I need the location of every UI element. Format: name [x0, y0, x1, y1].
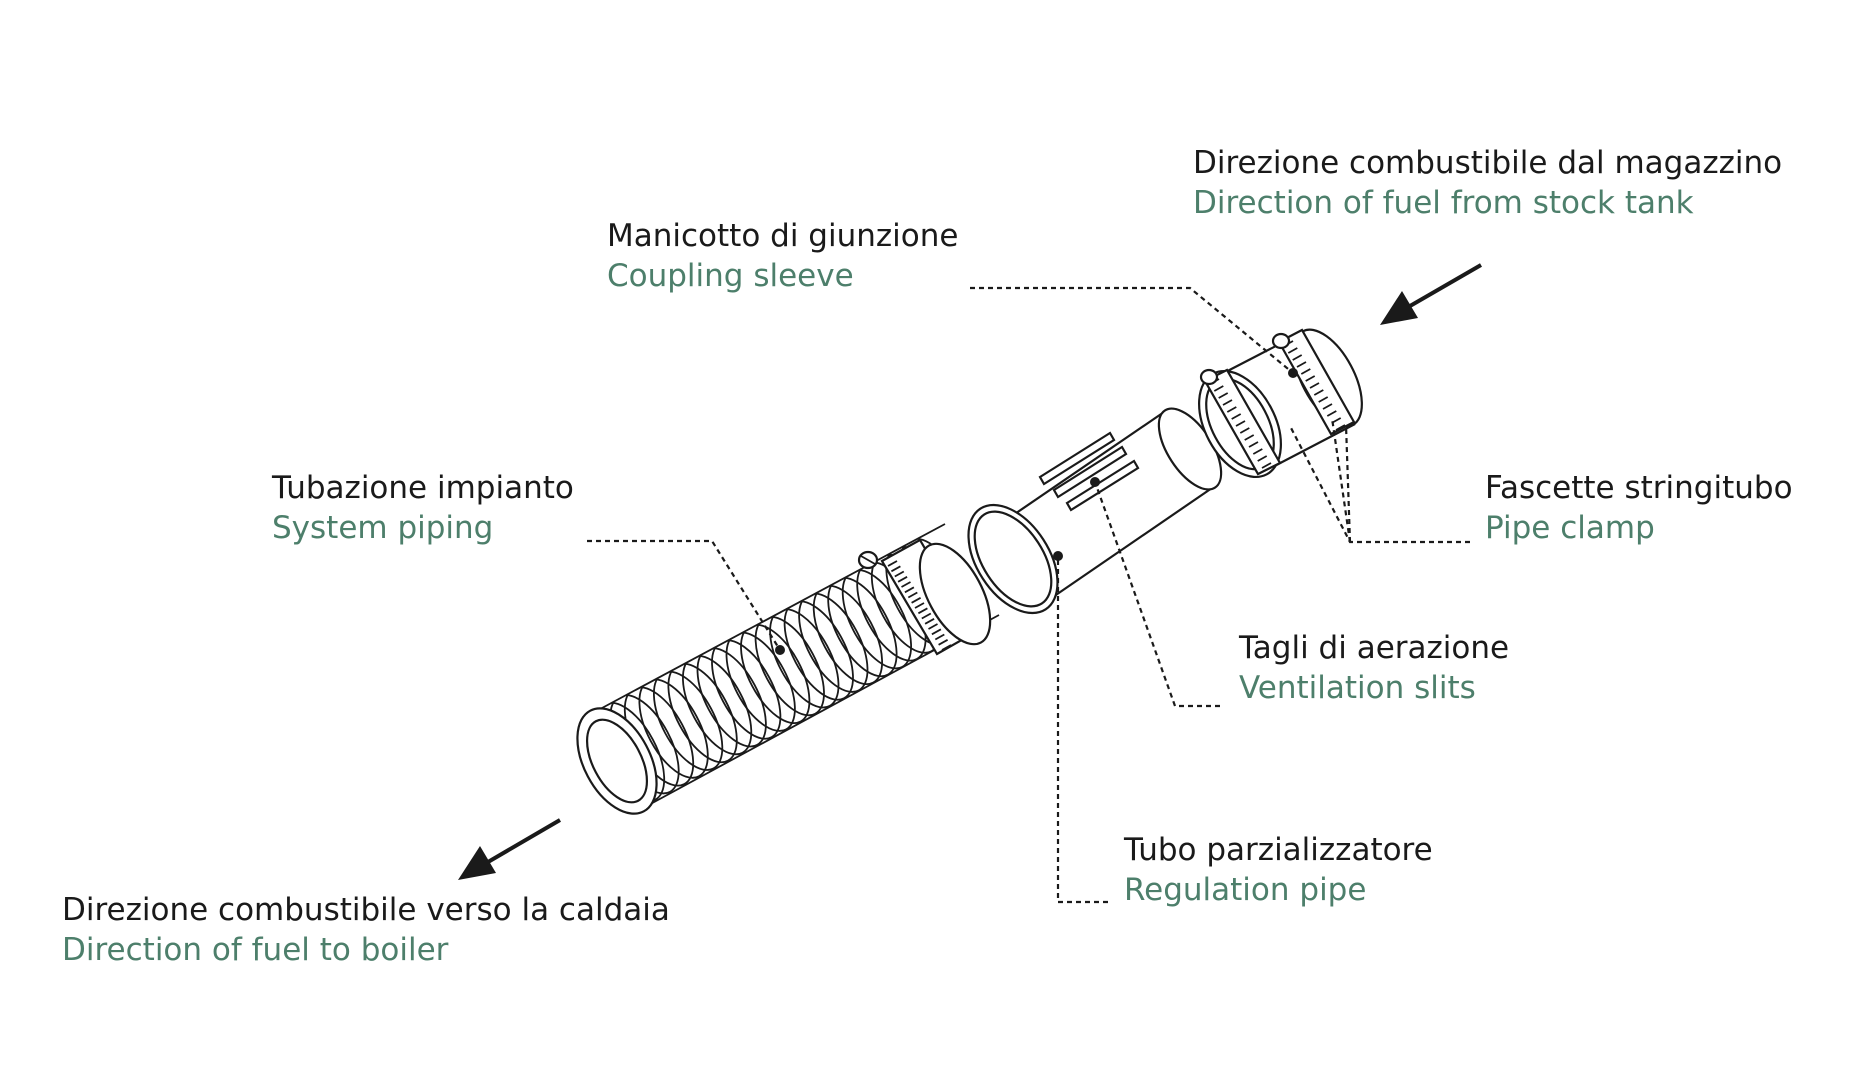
label-pipe-clamp-en: Pipe clamp — [1485, 510, 1655, 547]
clamp-tooth — [911, 597, 922, 604]
label-fuel-from-stock-it: Direzione combustibile dal magazzino — [1193, 145, 1783, 181]
regulation-pipe — [967, 407, 1223, 615]
clamp-tooth — [941, 644, 952, 651]
label-regulation-pipe-en: Regulation pipe — [1124, 872, 1367, 909]
clamp-tooth — [1257, 455, 1268, 462]
clamp-tooth — [901, 581, 911, 588]
label-system-piping-en: System piping — [272, 510, 494, 547]
clamp-tooth — [1252, 448, 1263, 455]
arrow-down-left-icon — [458, 818, 562, 880]
ventilation-slits — [1038, 431, 1140, 512]
clamp-tooth — [921, 612, 932, 620]
clamp-tooth — [1318, 396, 1329, 403]
clamp-tooth — [1235, 420, 1246, 427]
pipe-clamp-upper — [1199, 328, 1356, 476]
label-ventilation-slits-en: Ventilation slits — [1239, 670, 1476, 707]
label-fuel-from-stock-en: Direction of fuel from stock tank — [1193, 185, 1694, 222]
label-system-piping: Tubazione impianto System piping — [272, 468, 574, 549]
label-ventilation-slits: Tagli di aerazione Ventilation slits — [1239, 628, 1509, 709]
clamp-tooth — [1322, 403, 1333, 410]
clamp-tooth — [917, 607, 928, 615]
clamp-tooth — [890, 565, 901, 573]
label-system-piping-it: Tubazione impianto — [272, 470, 574, 506]
label-ventilation-slits-it: Tagli di aerazione — [1239, 630, 1510, 666]
label-pipe-clamp-it: Fascette stringitubo — [1485, 470, 1793, 506]
label-fuel-to-boiler-it: Direzione combustibile verso la caldaia — [62, 892, 670, 928]
leader-coupling-sleeve — [970, 286, 1294, 374]
clamp-tooth — [1287, 347, 1298, 354]
clamp-tooth — [924, 618, 935, 625]
clamp-tooth — [907, 591, 918, 599]
clamp-tooth — [1335, 424, 1346, 431]
label-fuel-to-boiler: Direzione combustibile verso la caldaia … — [62, 890, 670, 971]
leader-system-piping — [587, 539, 781, 651]
clamp-tooth — [938, 639, 949, 646]
clamp-tooth — [1313, 389, 1324, 396]
label-fuel-to-boiler-en: Direction of fuel to boiler — [62, 932, 449, 969]
leader-ventilation-slits — [1093, 481, 1220, 708]
arrow-down-left-icon — [1380, 263, 1483, 325]
clamp-tooth — [1305, 375, 1316, 382]
clamp-tooth — [1248, 441, 1259, 448]
label-fuel-from-stock: Direzione combustibile dal magazzino Dir… — [1193, 143, 1782, 224]
clamp-tooth — [1296, 361, 1307, 368]
label-coupling-sleeve-it: Manicotto di giunzione — [607, 218, 959, 254]
leader-lines — [587, 286, 1470, 904]
clamp-tooth — [1231, 413, 1242, 420]
clamp-tooth — [1218, 392, 1229, 399]
pipe-clamp-lower — [857, 538, 992, 656]
clamp-tooth — [887, 560, 898, 567]
leader-regulation-pipe — [1056, 556, 1108, 904]
clamp-tooth — [1239, 427, 1250, 434]
clamp-tooth — [1261, 462, 1272, 469]
clamp-tooth — [934, 633, 945, 641]
clamp-tooth — [894, 570, 905, 578]
clamp-tooth — [1300, 368, 1311, 375]
clamp-tooth — [1309, 382, 1320, 389]
label-regulation-pipe-it: Tubo parzializzatore — [1124, 832, 1433, 868]
clamp-tooth — [1222, 399, 1233, 406]
clamp-tooth — [1292, 354, 1303, 361]
label-coupling-sleeve-en: Coupling sleeve — [607, 258, 854, 295]
clamp-tooth — [1213, 385, 1224, 392]
clamp-tooth — [1244, 434, 1255, 441]
label-regulation-pipe: Tubo parzializzatore Regulation pipe — [1124, 830, 1433, 911]
clamp-tooth — [1326, 410, 1337, 417]
clamp-tooth — [1226, 406, 1237, 413]
clamp-tooth — [914, 602, 925, 609]
clamp-tooth — [904, 586, 915, 594]
clamp-tooth — [931, 628, 942, 636]
clamp-tooth — [897, 576, 908, 583]
clamp-tooth — [928, 623, 938, 630]
label-coupling-sleeve: Manicotto di giunzione Coupling sleeve — [607, 216, 958, 297]
label-pipe-clamp: Fascette stringitubo Pipe clamp — [1485, 468, 1793, 549]
